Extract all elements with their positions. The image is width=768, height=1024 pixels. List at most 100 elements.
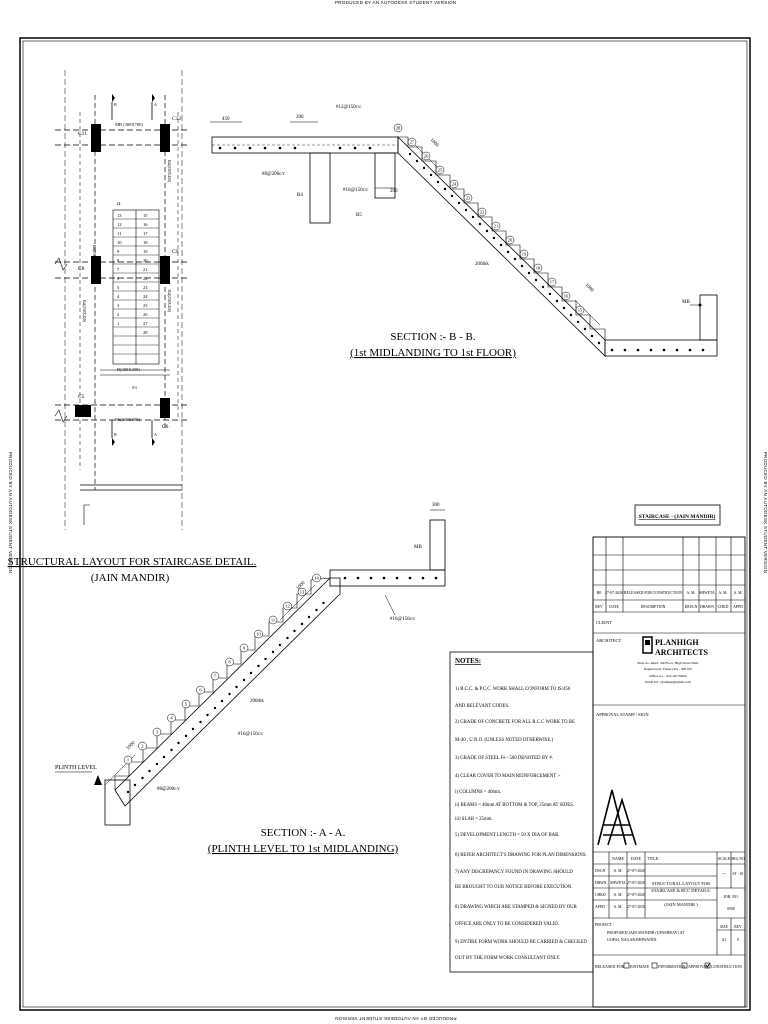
option-construction: CONSTRUCTION bbox=[711, 964, 742, 969]
bb-bar-mid: #16@150c/c bbox=[343, 188, 369, 193]
rebar-dot bbox=[569, 313, 573, 317]
plan-step-right: 20 bbox=[143, 258, 148, 263]
plan-step-left: 6 bbox=[117, 276, 120, 281]
aa-step-number: 13 bbox=[300, 590, 305, 595]
checkbox-estimate[interactable] bbox=[623, 962, 630, 969]
checkbox-information[interactable] bbox=[651, 962, 658, 969]
step-bubble bbox=[239, 643, 249, 653]
step-bubble bbox=[210, 671, 220, 681]
rebar-dot bbox=[541, 285, 545, 289]
aa-step-number: 12 bbox=[285, 604, 290, 609]
section-bb-drawing bbox=[210, 121, 718, 357]
tb-hdr-date: DATE bbox=[631, 856, 642, 861]
step-bubble bbox=[421, 151, 431, 161]
col-label-c12: C12 bbox=[172, 116, 181, 122]
tb-hdr-name: NAME bbox=[612, 856, 624, 861]
checkbox-construction[interactable] bbox=[704, 962, 711, 969]
rebar-dot bbox=[155, 762, 159, 766]
released-for-label: RELEASED FOR bbox=[595, 964, 625, 969]
plan-step-left: 13 bbox=[117, 213, 122, 218]
step-bubble bbox=[519, 249, 529, 259]
rebar-dot bbox=[450, 194, 454, 198]
step-bubble bbox=[152, 727, 162, 737]
bb-step-number: 17 bbox=[550, 280, 555, 285]
section-bb-title: SECTION :- B - B. bbox=[390, 331, 476, 343]
option-information: INFORMATION bbox=[658, 964, 686, 969]
step-bubble bbox=[477, 207, 487, 217]
rebar-dot bbox=[429, 173, 433, 177]
tb-role: APPD bbox=[595, 905, 605, 909]
beam-label-right-1: B4(230X450) bbox=[167, 160, 172, 183]
bb-bar-bot: #8@200c/c bbox=[262, 172, 286, 177]
tb-role: DSGN bbox=[595, 869, 606, 873]
rev-head-5: CHKD bbox=[718, 605, 729, 609]
plan-step-left: 8 bbox=[117, 258, 120, 263]
checkbox-approval[interactable] bbox=[681, 962, 688, 969]
rev-head-2: DESCRIPTION bbox=[641, 605, 666, 609]
dwg-no-value: ST - 01 bbox=[732, 872, 743, 876]
label-s3: S3 bbox=[132, 385, 138, 390]
beam-label-bot: B6(300X900) bbox=[115, 417, 140, 422]
rebar-dot bbox=[513, 257, 517, 261]
tb-role-name: A. M. bbox=[614, 893, 623, 897]
col-label-c9: C9 bbox=[172, 249, 179, 255]
option-approval: APPROVAL bbox=[688, 964, 709, 969]
step-bubble bbox=[123, 755, 133, 765]
step-bubble bbox=[561, 291, 571, 301]
rebar-dot bbox=[422, 166, 426, 170]
step-bubble bbox=[491, 221, 501, 231]
section-aa-subtitle: (PLINTH LEVEL TO 1st MIDLANDING) bbox=[208, 843, 399, 855]
rev-label: REV bbox=[734, 925, 742, 929]
rev-row-2: RELEASED FOR CONSTRUCTION bbox=[624, 591, 682, 595]
rebar-dot bbox=[206, 713, 209, 717]
rebar-dot bbox=[242, 678, 246, 682]
aa-step-number: 11 bbox=[271, 618, 275, 623]
rev-head-4: DRAWN bbox=[700, 605, 714, 609]
step-bubble bbox=[297, 587, 307, 597]
cut-a-bottom: A bbox=[154, 432, 157, 437]
bb-step-number: 21 bbox=[494, 224, 499, 229]
note-line: i) COLUMNS = 40mm. bbox=[455, 790, 501, 795]
bb-step-number: 28 bbox=[396, 126, 401, 131]
bb-beam-b4: B4 bbox=[297, 193, 303, 198]
step-bubble bbox=[449, 179, 459, 189]
bb-dim-1000b: 1000 bbox=[584, 283, 595, 294]
option-estimate: ESTIMATE bbox=[630, 964, 650, 969]
step-bubble bbox=[393, 123, 403, 133]
rebar-dot bbox=[583, 327, 587, 331]
rebar-dot bbox=[228, 692, 231, 696]
rebar-dot bbox=[478, 222, 482, 226]
firm-address-3: Email ID : planhigh@gmail.com bbox=[645, 680, 691, 684]
rebar-dot bbox=[520, 264, 524, 268]
plan-step-right: 26 bbox=[143, 312, 148, 317]
staircase-plan bbox=[54, 70, 190, 530]
rebar-dot bbox=[492, 236, 496, 240]
tb-role: DRWN bbox=[595, 881, 607, 885]
drawing-title-3: (JAIN MANDIR ) bbox=[664, 902, 698, 907]
step-bubble bbox=[167, 713, 176, 723]
rebar-dot bbox=[249, 671, 253, 675]
bb-step-number: 15 bbox=[578, 308, 583, 313]
tb-role-date: 27-07-2020 bbox=[627, 905, 645, 909]
aa-dim-1000b: 1000 bbox=[296, 580, 307, 591]
plan-step-left: 5 bbox=[117, 285, 120, 290]
rebar-dot bbox=[548, 292, 552, 296]
rebar-dot bbox=[436, 180, 440, 184]
col-label-c11: C11 bbox=[78, 131, 87, 137]
project-label: PROJECT : bbox=[595, 922, 614, 927]
rev-head-0: REV bbox=[595, 605, 603, 609]
note-line: AND RELEVANT CODES. bbox=[455, 704, 509, 709]
architect-label: ARCHITECT bbox=[596, 638, 622, 643]
aa-step-number: 9 bbox=[243, 646, 246, 651]
aa-step-number: 14 bbox=[314, 576, 319, 581]
step-bubble bbox=[138, 741, 147, 751]
firm-address-1: Kapurbawdi, Thane (W) - 400 607 bbox=[644, 667, 693, 672]
rebar-dot bbox=[257, 664, 260, 668]
step-bubble bbox=[435, 165, 445, 175]
note-line: OFFICE ARE ONLY TO BE CONSIDERED VALID. bbox=[455, 922, 559, 927]
watermark-top: PRODUCED BY AN AUTODESK STUDENT VERSION bbox=[335, 0, 457, 5]
step-bubble bbox=[196, 685, 205, 695]
beam-label-mid: B(300X450) bbox=[117, 367, 140, 372]
bb-step-number: 24 bbox=[452, 182, 457, 187]
